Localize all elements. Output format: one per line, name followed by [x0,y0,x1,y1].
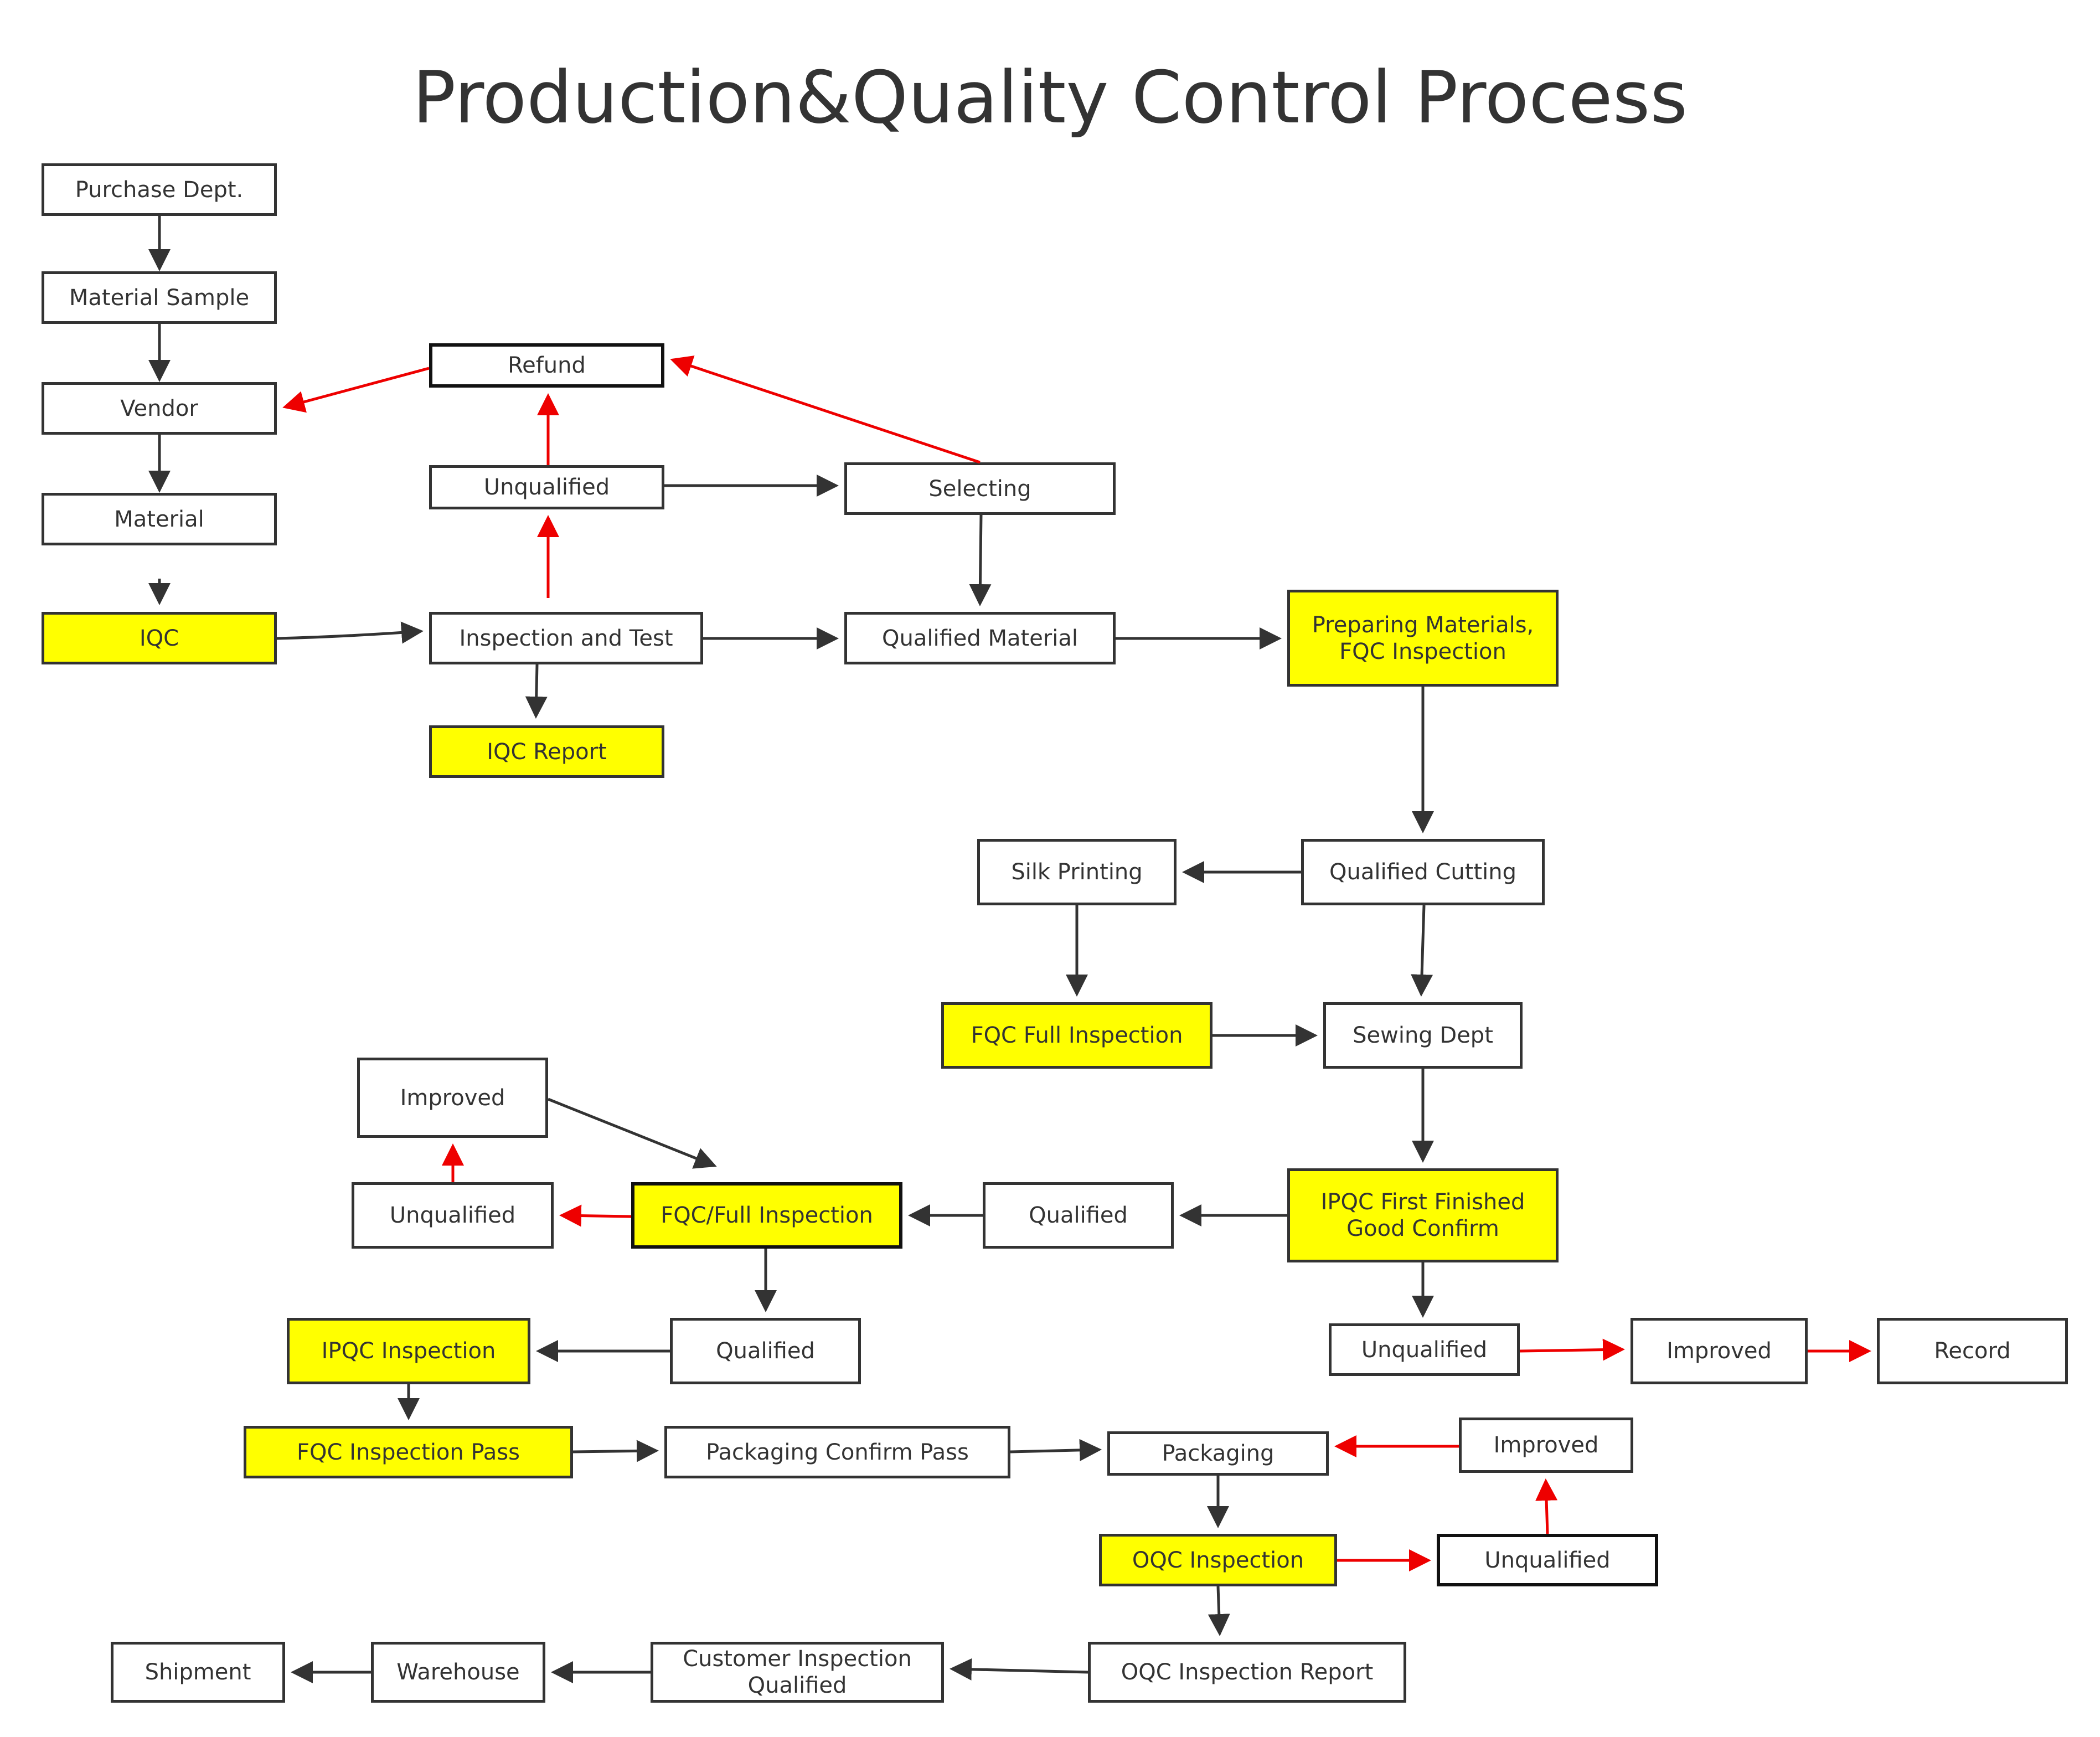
page-title: Production&Quality Control Process [412,55,1688,140]
arrow-unqualified-to-improved-2 [1519,1338,1625,1361]
node-unqualified-ipqc[interactable]: Unqualified [1329,1323,1520,1376]
arrow-improved-to-fqc-full [548,1097,717,1169]
arrow-iqc-to-inspection [276,621,424,644]
arrow-selecting-to-qualified-material [969,514,992,606]
node-selecting[interactable]: Selecting [844,462,1116,515]
node-ipqc-first[interactable]: IPQC First Finished Good Confirm [1287,1168,1559,1262]
node-warehouse[interactable]: Warehouse [371,1642,545,1703]
node-oqc-inspection[interactable]: OQC Inspection [1099,1534,1337,1586]
arrow-refund-to-vendor [282,367,430,413]
node-qualified-fqc[interactable]: Qualified [983,1182,1174,1249]
node-qualified-material[interactable]: Qualified Material [844,612,1116,664]
node-improved-ipqc[interactable]: Improved [1631,1318,1808,1384]
node-preparing-materials[interactable]: Preparing Materials, FQC Inspection [1287,590,1559,687]
node-ipqc-inspection[interactable]: IPQC Inspection [287,1318,530,1384]
node-record[interactable]: Record [1877,1318,2068,1384]
node-iqc[interactable]: IQC [42,612,277,664]
node-material[interactable]: Material [42,493,277,545]
node-inspection-and-test[interactable]: Inspection and Test [429,612,703,664]
node-packaging-confirm[interactable]: Packaging Confirm Pass [664,1426,1010,1478]
arrow-inspection-to-iqc-report [525,664,548,719]
arrow-oqc-to-report [1208,1586,1230,1636]
node-oqc-report[interactable]: OQC Inspection Report [1088,1642,1406,1703]
arrow-fqc-full-to-unqualified [559,1204,632,1227]
node-improved-fqc[interactable]: Improved [357,1058,548,1138]
arrow-selecting-to-refund [670,355,981,464]
node-qualified-cutting[interactable]: Qualified Cutting [1301,839,1545,905]
node-unqualified-oqc[interactable]: Unqualified [1437,1534,1658,1586]
node-material-sample[interactable]: Material Sample [42,271,277,324]
node-purchase-dept[interactable]: Purchase Dept. [42,163,277,216]
node-customer-inspection[interactable]: Customer Inspection Qualified [651,1642,944,1703]
arrow-report-to-customer [950,1658,1088,1681]
node-refund[interactable]: Refund [429,343,664,388]
node-fqc-full[interactable]: FQC/Full Inspection [631,1182,902,1249]
node-qualified-ipqc[interactable]: Qualified [670,1318,861,1384]
arrow-unqualified-to-improved-3 [1535,1478,1558,1534]
node-unqualified-iqc[interactable]: Unqualified [429,465,664,509]
node-iqc-report[interactable]: IQC Report [429,725,664,778]
arrow-fqc-pass-to-packaging-confirm [572,1440,659,1462]
node-vendor[interactable]: Vendor [42,382,277,435]
node-improved-oqc[interactable]: Improved [1459,1418,1633,1473]
node-fqc-full-inspection[interactable]: FQC Full Inspection [941,1002,1212,1069]
node-shipment[interactable]: Shipment [111,1642,285,1703]
node-unqualified-fqc[interactable]: Unqualified [352,1182,554,1249]
node-fqc-inspection-pass[interactable]: FQC Inspection Pass [244,1426,573,1478]
node-sewing-dept[interactable]: Sewing Dept [1323,1002,1523,1069]
arrow-packaging-confirm-to-packaging [1010,1439,1102,1461]
node-packaging[interactable]: Packaging [1107,1431,1329,1476]
node-silk-printing[interactable]: Silk Printing [977,839,1177,905]
arrow-cutting-to-sewing [1411,905,1433,997]
